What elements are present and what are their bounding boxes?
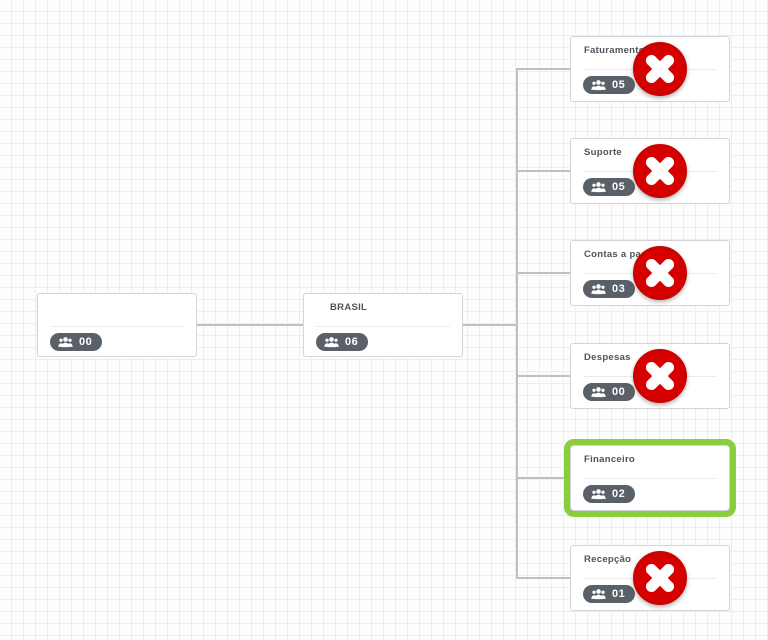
connector-branch-contas-a-pagar	[517, 272, 570, 274]
member-count-badge: 05	[583, 76, 636, 94]
member-count: 05	[612, 79, 626, 91]
x-icon	[637, 250, 683, 296]
node-contas-a-pagar[interactable]: Contas a pagar 03	[570, 240, 730, 306]
member-count: 05	[612, 181, 626, 193]
node-title: Faturamento	[584, 45, 645, 56]
node-divider	[316, 326, 450, 327]
member-count-badge: 06	[316, 333, 369, 351]
node-recepcao[interactable]: Recepção 01	[570, 545, 730, 611]
node-title: Contas a pagar	[584, 249, 657, 260]
members-icon	[591, 283, 606, 295]
node-financeiro[interactable]: Financeiro 02	[570, 445, 730, 511]
connector-branch-despesas	[517, 375, 570, 377]
member-count: 01	[612, 588, 626, 600]
node-divider	[50, 326, 184, 327]
member-count-badge: 00	[50, 333, 103, 351]
node-title: Despesas	[584, 352, 631, 363]
node-despesas[interactable]: Despesas 00	[570, 343, 730, 409]
node-brasil[interactable]: BRASIL 06	[303, 293, 463, 357]
remove-node-button[interactable]	[633, 246, 687, 300]
member-count-badge: 01	[583, 585, 636, 603]
connector-branch-suporte	[517, 170, 570, 172]
member-count: 00	[79, 336, 93, 348]
member-count-badge: 00	[583, 383, 636, 401]
member-count: 03	[612, 283, 626, 295]
member-count-badge: 05	[583, 178, 636, 196]
connector-branch-financeiro	[517, 477, 564, 479]
node-title: Recepção	[584, 554, 632, 565]
members-icon	[58, 336, 73, 348]
remove-node-button[interactable]	[633, 551, 687, 605]
members-icon	[591, 386, 606, 398]
node-title: BRASIL	[330, 302, 368, 313]
remove-node-button[interactable]	[633, 42, 687, 96]
x-icon	[637, 148, 683, 194]
remove-node-button[interactable]	[633, 349, 687, 403]
node-root[interactable]: 00	[37, 293, 197, 357]
members-icon	[591, 588, 606, 600]
member-count: 00	[612, 386, 626, 398]
member-count-badge: 03	[583, 280, 636, 298]
node-suporte[interactable]: Suporte 05	[570, 138, 730, 204]
x-icon	[637, 555, 683, 601]
node-title: Financeiro	[584, 454, 636, 465]
connector-branch-recepcao	[517, 577, 570, 579]
members-icon	[591, 79, 606, 91]
connector-trunk	[516, 68, 518, 579]
connector-root-to-parent	[197, 324, 303, 326]
members-icon	[324, 336, 339, 348]
node-title: Suporte	[584, 147, 622, 158]
members-icon	[591, 181, 606, 193]
node-divider	[583, 478, 717, 479]
connector-branch-faturamento	[517, 68, 570, 70]
x-icon	[637, 46, 683, 92]
x-icon	[637, 353, 683, 399]
members-icon	[591, 488, 606, 500]
member-count: 02	[612, 488, 626, 500]
member-count-badge: 02	[583, 485, 636, 503]
node-faturamento[interactable]: Faturamento 05	[570, 36, 730, 102]
remove-node-button[interactable]	[633, 144, 687, 198]
member-count: 06	[345, 336, 359, 348]
connector-parent-to-trunk	[463, 324, 517, 326]
